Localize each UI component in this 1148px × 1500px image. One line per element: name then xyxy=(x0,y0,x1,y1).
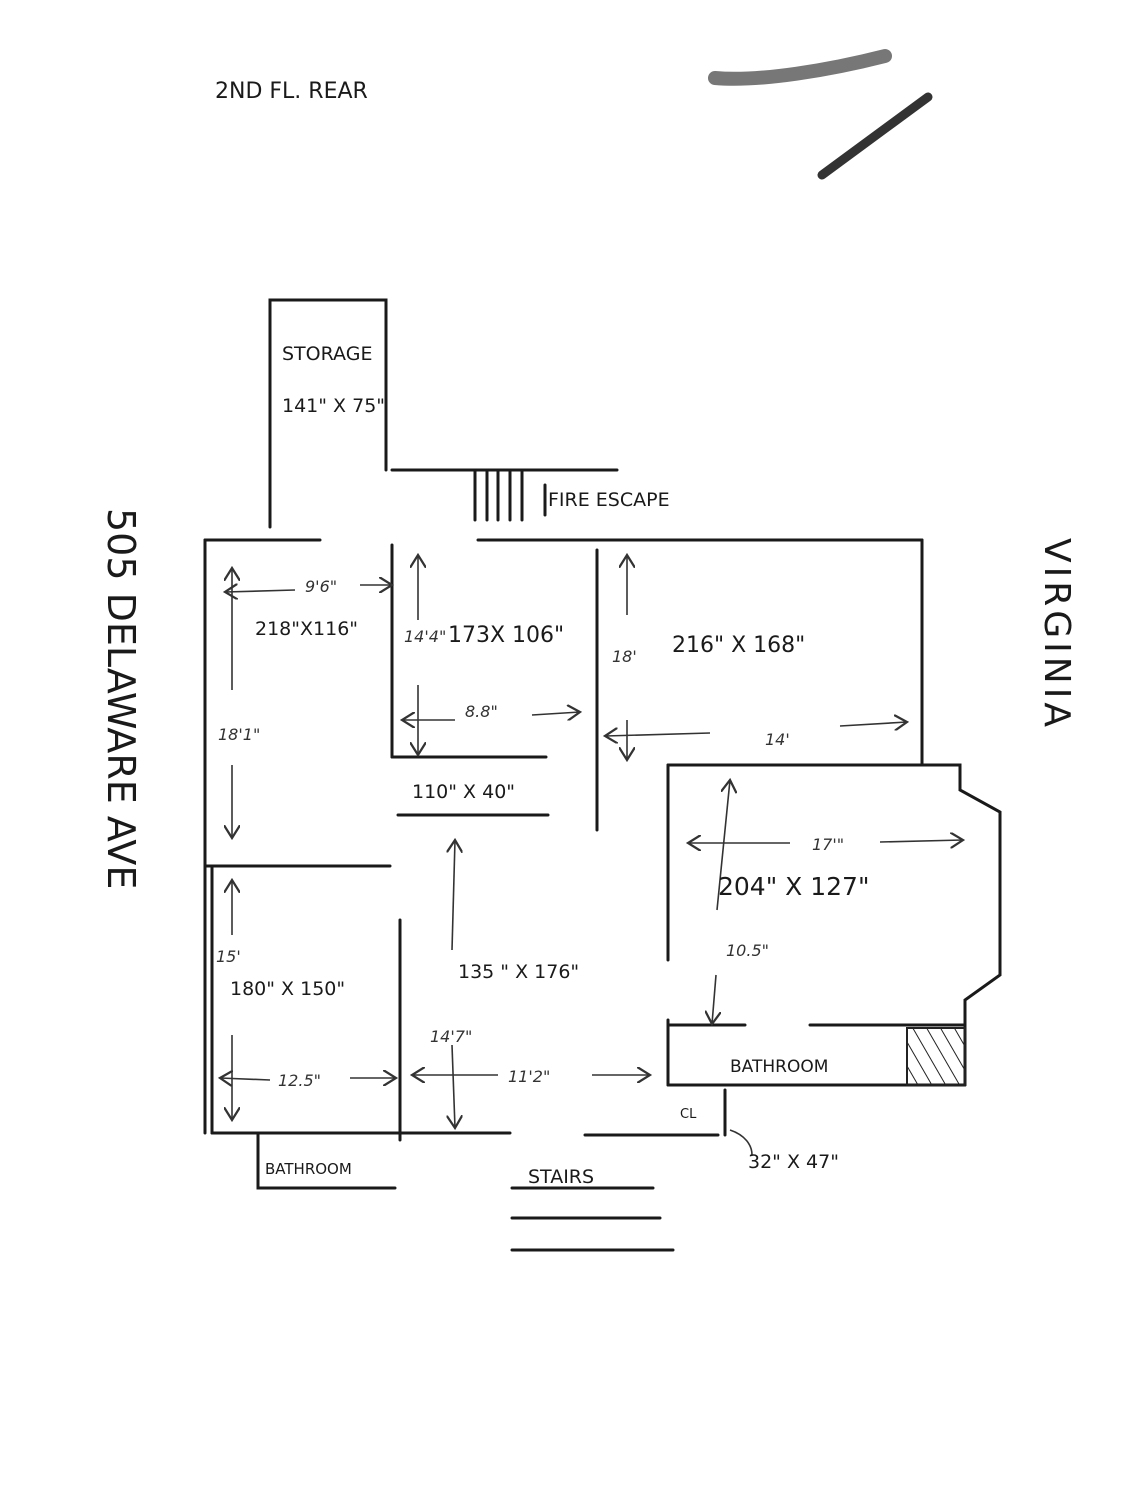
middle-width: 8.8" xyxy=(465,702,498,721)
right-bay-size: 204" X 127" xyxy=(718,872,869,901)
closet-label: CL xyxy=(680,1107,697,1122)
bathroom-right-label: BATHROOM xyxy=(730,1057,828,1077)
front-left-size: 218"X116" xyxy=(255,618,358,640)
rear-left-length: 15' xyxy=(216,947,241,966)
right-top-width: 14' xyxy=(765,730,790,749)
street-virginia: VIRGINIA xyxy=(1036,538,1077,731)
plan-title: 2ND FL. REAR xyxy=(215,79,368,104)
storage-size: 141" X 75" xyxy=(282,395,385,417)
marker-scribbles xyxy=(708,49,933,180)
chimney-hatch xyxy=(906,1027,966,1086)
front-left-length: 18'1" xyxy=(218,725,260,744)
right-top-size: 216" X 168" xyxy=(672,633,805,658)
center-hall-size: 135 " X 176" xyxy=(458,961,579,983)
closet-size: 32" X 47" xyxy=(748,1151,839,1173)
bathroom-left-label: BATHROOM xyxy=(265,1160,352,1178)
walls xyxy=(203,298,1002,1252)
fire-escape-stairs xyxy=(473,468,547,522)
center-hall-width: 11'2" xyxy=(508,1067,550,1086)
middle-size: 173X 106" xyxy=(448,623,564,648)
street-delaware: 505 DELAWARE AVE xyxy=(99,508,143,889)
rear-left-width: 12.5" xyxy=(278,1071,321,1090)
right-top-length: 18' xyxy=(612,647,637,666)
middle-length: 14'4" xyxy=(404,627,446,646)
storage-label: STORAGE xyxy=(282,343,372,365)
fire-escape-label: FIRE ESCAPE xyxy=(548,489,670,511)
right-bay-depth: 10.5" xyxy=(726,941,769,960)
stairs-label: STAIRS xyxy=(528,1166,594,1188)
rear-left-size: 180" X 150" xyxy=(230,978,345,1000)
front-left-width: 9'6" xyxy=(305,577,337,596)
hall-closet-size: 110" X 40" xyxy=(412,781,515,803)
stairs-treads xyxy=(510,1186,675,1252)
center-hall-length: 14'7" xyxy=(430,1027,472,1046)
right-bay-width: 17'" xyxy=(812,835,844,854)
dimension-arrows xyxy=(220,555,963,1156)
